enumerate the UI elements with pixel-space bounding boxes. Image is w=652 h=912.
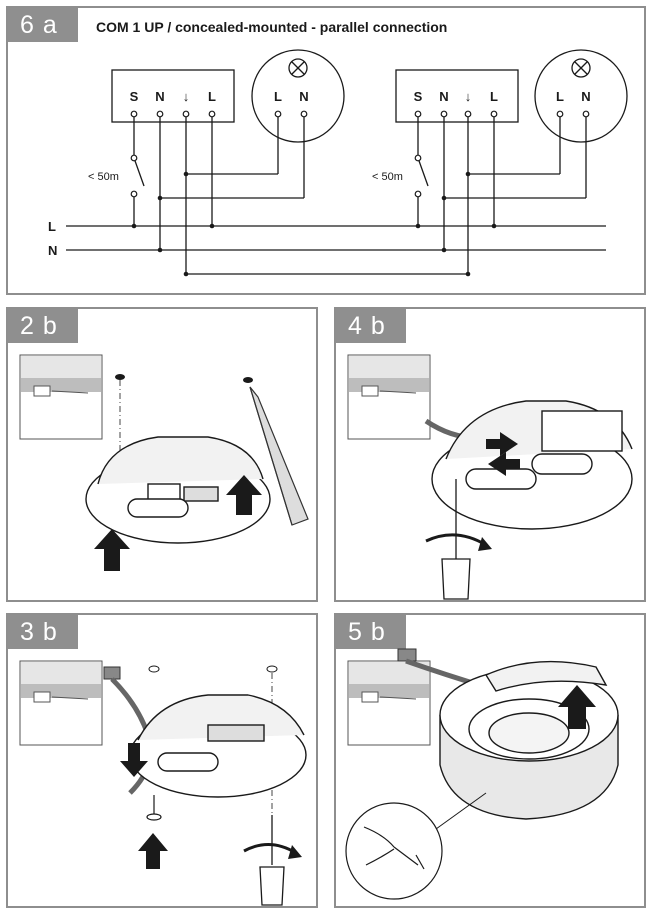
ceiling-inset bbox=[347, 660, 431, 746]
screw-icon bbox=[146, 795, 162, 821]
wiring-diagram: S N ↓ L L N S N ↓ L L N < 50m < 50m L N bbox=[48, 49, 628, 277]
bus-line-label-l: L bbox=[48, 219, 56, 234]
up-arrow-icon bbox=[138, 833, 168, 869]
terminal-label: N bbox=[439, 89, 448, 104]
terminal-label: ↓ bbox=[465, 89, 472, 104]
lamp-circle-left bbox=[251, 49, 345, 143]
device-box-left bbox=[111, 69, 235, 123]
device-housing bbox=[85, 436, 271, 544]
distance-label: < 50m bbox=[372, 171, 403, 183]
down-arrow-icon bbox=[120, 743, 148, 777]
rotation-arrow-icon bbox=[425, 533, 487, 547]
left-arrow-icon bbox=[488, 452, 520, 476]
pliers-detail bbox=[345, 802, 443, 900]
panel-4b: 4 b bbox=[334, 307, 646, 602]
up-arrow-icon bbox=[94, 529, 130, 571]
terminal-label: L bbox=[208, 89, 216, 104]
device-housing bbox=[129, 694, 307, 798]
terminal-label: S bbox=[130, 89, 139, 104]
panel-6a: 6 a COM 1 UP / concealed-mounted - paral… bbox=[6, 6, 646, 295]
lamp-circle-right bbox=[534, 49, 628, 143]
illustration-4b bbox=[347, 354, 633, 600]
right-arrow-icon bbox=[486, 432, 518, 456]
panel-4b-tag: 4 b bbox=[336, 309, 406, 343]
panel-2b: 2 b bbox=[6, 307, 318, 602]
lamp-terminal-label: L bbox=[274, 89, 282, 104]
device-housing bbox=[431, 400, 633, 530]
up-arrow-icon bbox=[558, 685, 596, 729]
device-cover bbox=[439, 660, 619, 820]
lamp-terminal-label: L bbox=[556, 89, 564, 104]
ceiling-inset bbox=[347, 354, 431, 440]
pencil-icon bbox=[249, 386, 309, 526]
panel-6a-tag: 6 a bbox=[8, 8, 78, 42]
distance-label: < 50m bbox=[88, 171, 119, 183]
terminal-label: N bbox=[155, 89, 164, 104]
up-arrow-icon bbox=[226, 475, 262, 515]
illustration-2b bbox=[19, 354, 309, 571]
panel-2b-tag: 2 b bbox=[8, 309, 78, 343]
illustration-5b bbox=[345, 648, 619, 900]
ceiling-inset bbox=[19, 660, 103, 746]
lamp-terminal-label: N bbox=[581, 89, 590, 104]
panel-3b-tag: 3 b bbox=[8, 615, 78, 649]
bus-line-label-n: N bbox=[48, 243, 57, 258]
panel-5b: 5 b bbox=[334, 613, 646, 908]
device-box-right bbox=[395, 69, 519, 123]
terminal-label: ↓ bbox=[183, 89, 190, 104]
panel-6a-title: COM 1 UP / concealed-mounted - parallel … bbox=[96, 19, 448, 35]
lamp-terminal-label: N bbox=[299, 89, 308, 104]
terminal-label: S bbox=[414, 89, 423, 104]
illustration-3b bbox=[19, 660, 307, 906]
rotation-arrow-icon bbox=[243, 843, 297, 855]
panel-5b-tag: 5 b bbox=[336, 615, 406, 649]
ceiling-inset bbox=[19, 354, 103, 440]
panel-3b: 3 b bbox=[6, 613, 318, 908]
screwdriver-icon bbox=[259, 815, 285, 906]
terminal-label: L bbox=[490, 89, 498, 104]
screwdriver-icon bbox=[441, 479, 471, 600]
